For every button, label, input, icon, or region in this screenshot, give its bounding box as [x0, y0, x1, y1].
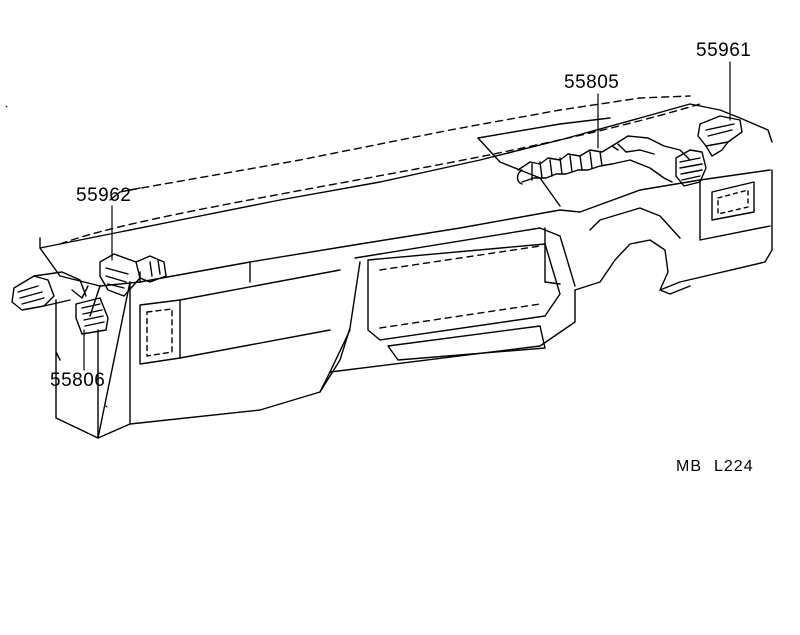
part-number-label: 55962	[76, 185, 132, 206]
registration-dots	[6, 106, 107, 407]
leader-lines	[84, 62, 730, 370]
diagram-code-number: L224	[714, 458, 754, 475]
left-side-duct	[12, 272, 108, 334]
left-side-vent	[100, 254, 166, 296]
part-number-label: 55961	[696, 40, 752, 61]
part-number-label: 55806	[50, 370, 106, 391]
dashboard-body	[40, 118, 772, 438]
diagram-code-prefix: MB	[676, 458, 702, 475]
part-number-label: 55805	[564, 72, 620, 93]
right-side-vent	[676, 116, 742, 186]
center-duct-hose	[518, 136, 691, 184]
dashboard-top-outline	[40, 96, 772, 248]
